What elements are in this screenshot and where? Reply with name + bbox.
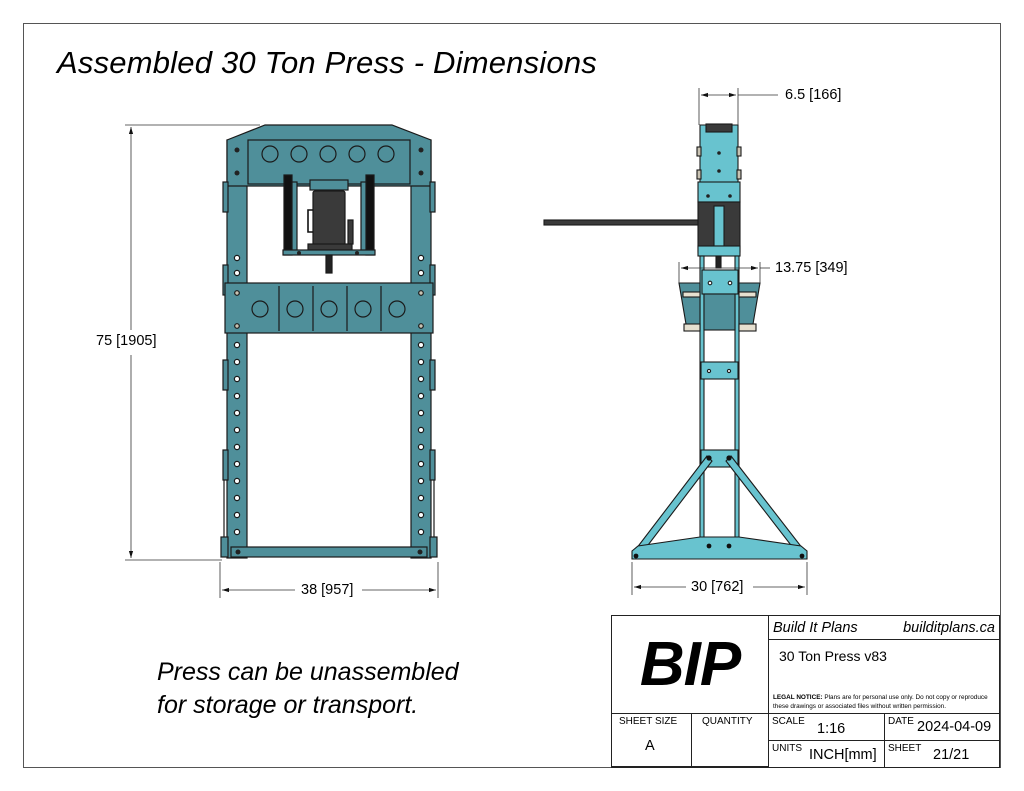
scale-label: SCALE — [772, 716, 805, 727]
units-value: INCH[mm] — [809, 747, 877, 763]
company-row: Build It Plans builditplans.ca — [769, 616, 999, 640]
front-dimension-lines — [125, 124, 439, 598]
quantity-label: QUANTITY — [702, 716, 753, 727]
sheet-size-value: A — [645, 738, 655, 754]
note-line-2: for storage or transport. — [157, 691, 419, 719]
side-view — [543, 123, 808, 560]
company-name: Build It Plans — [773, 620, 858, 636]
dim-front-height: 75 [1905] — [93, 333, 160, 349]
units-cell: UNITS INCH[mm] — [769, 741, 885, 767]
legal-label: LEGAL NOTICE: — [773, 694, 823, 701]
note-line-1: Press can be unassembled — [157, 658, 459, 686]
quantity-cell: QUANTITY — [692, 714, 769, 767]
sheet-border — [23, 23, 1001, 768]
scale-value: 1:16 — [817, 721, 846, 737]
sheet-size-label: SHEET SIZE — [619, 716, 678, 727]
dim-side-top-width: 6.5 [166] — [782, 87, 845, 103]
units-label: UNITS — [772, 743, 802, 754]
date-value: 2024-04-09 — [917, 719, 992, 735]
project-cell: 30 Ton Press v83 LEGAL NOTICE: Plans are… — [769, 640, 999, 714]
sheet-size-cell: SHEET SIZE A — [612, 714, 692, 767]
side-dimension-lines — [631, 88, 808, 595]
bip-logo: BIP — [612, 616, 769, 714]
sheet-label: SHEET — [888, 743, 922, 754]
legal-text: Plans are for personal use only. Do not … — [773, 694, 988, 710]
front-view — [220, 124, 438, 559]
sheet-cell: SHEET 21/21 — [885, 741, 999, 767]
scale-cell: SCALE 1:16 — [769, 714, 885, 741]
drawing-title: Assembled 30 Ton Press - Dimensions — [57, 45, 597, 80]
project-name: 30 Ton Press v83 — [779, 648, 887, 664]
sheet-value: 21/21 — [933, 747, 970, 763]
company-website: builditplans.ca — [903, 620, 995, 636]
date-label: DATE — [888, 716, 914, 727]
assembly-note: Press can be unassembled for storage or … — [157, 656, 459, 722]
dim-side-mid-width: 13.75 [349] — [772, 260, 851, 276]
date-cell: DATE 2024-04-09 — [885, 714, 999, 741]
dim-side-base-width: 30 [762] — [688, 579, 747, 595]
title-block: BIP Build It Plans builditplans.ca 30 To… — [611, 615, 1000, 768]
legal-notice: LEGAL NOTICE: Plans are for personal use… — [773, 693, 999, 711]
dim-front-width: 38 [957] — [298, 582, 357, 598]
